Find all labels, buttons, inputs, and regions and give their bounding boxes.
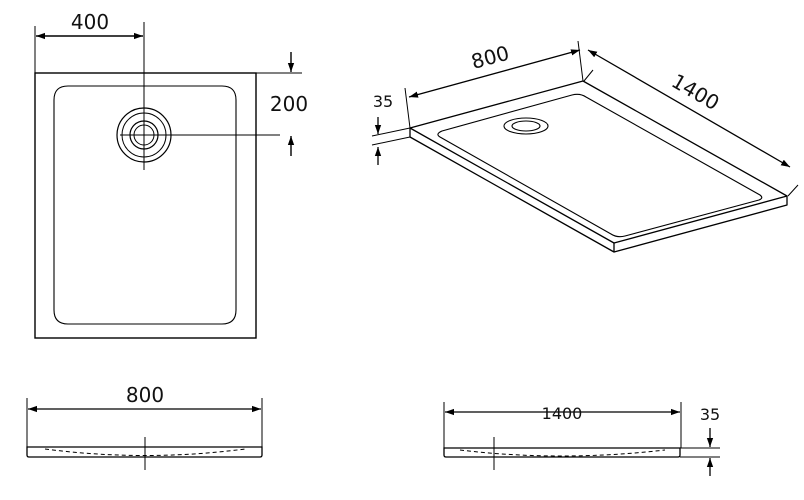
front-view: [26, 398, 263, 470]
front-profile: [26, 446, 263, 458]
tray-outline: [34, 72, 257, 339]
tray-inner-basin-iso: [437, 93, 763, 238]
tray-front-face: [409, 128, 615, 253]
side-profile: [443, 447, 681, 458]
dim-label-1400-side: 1400: [542, 404, 583, 423]
dim-line-1400-iso: [587, 49, 791, 168]
side-view: [443, 402, 720, 476]
top-view: [34, 22, 302, 339]
dim-label-35-iso: 35: [373, 92, 393, 111]
dim-label-400: 400: [71, 10, 109, 34]
tray-inner-basin: [53, 85, 237, 325]
tray-top-face: [409, 80, 788, 244]
tray-right-face: [613, 196, 788, 253]
dim-label-800-iso: 800: [469, 41, 512, 74]
iso-view: [371, 40, 799, 253]
dim-label-1400-iso: 1400: [667, 69, 723, 115]
dim-label-200: 200: [270, 92, 308, 116]
dim-label-35-side: 35: [700, 405, 720, 424]
dim-label-800-front: 800: [126, 383, 164, 407]
drain-icon-iso: [503, 117, 549, 135]
side-basin-curve: [459, 449, 666, 457]
dim-line-800-iso: [408, 49, 581, 98]
